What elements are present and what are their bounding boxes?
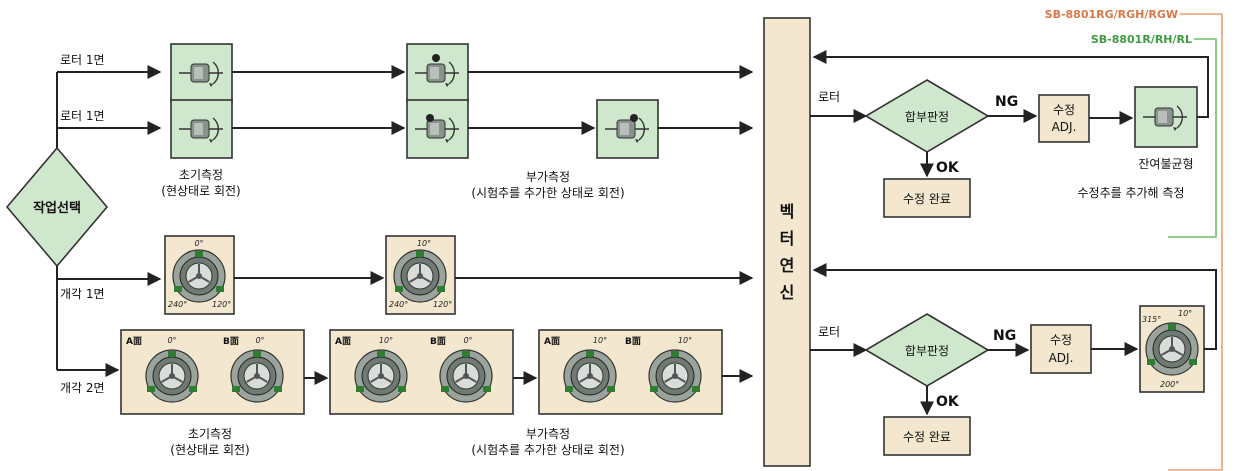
row-flywheel-2: A面 B面 0° 0° A面 B面 10° 0° A面 B面 10° 10° — [120, 329, 754, 415]
done-box-bottom — [883, 416, 971, 456]
center-char: 신 — [780, 283, 795, 302]
angle-label: 200° — [1160, 380, 1179, 389]
ng-label-bottom: NG — [993, 328, 1016, 344]
model-r-label: SB-8801R/RH/RL — [1091, 33, 1192, 46]
input-label-top: 로터 — [818, 90, 840, 104]
angle-label: 240° — [168, 300, 187, 309]
angle-label: 10° — [678, 336, 692, 345]
vector-calculation-block: 벡 터 연 신 — [763, 17, 811, 467]
fix-box-top — [1038, 94, 1090, 143]
center-char: 터 — [780, 229, 795, 248]
row-roller-1b — [170, 99, 754, 159]
angle-label: 120° — [212, 300, 231, 309]
angle-label: 120° — [433, 300, 452, 309]
angle-label: 0° — [194, 239, 203, 248]
caption-additional-sub: (시험추를 추가한 상태로 회전) — [471, 186, 624, 200]
trial-weight-icon — [432, 54, 440, 62]
a-face-label: A面 — [126, 336, 142, 347]
a-face-label: A面 — [335, 336, 351, 347]
b-face-label: B面 — [430, 336, 446, 347]
input-label-bottom: 로터 — [818, 325, 840, 339]
model-rg-label: SB-8801RG/RGH/RGW — [1045, 8, 1178, 21]
ng-label-top: NG — [995, 94, 1018, 110]
done-box-top — [883, 178, 971, 218]
dial-icon — [393, 249, 447, 303]
start-label: 작업선택 — [33, 200, 81, 216]
angle-label: 240° — [389, 300, 408, 309]
trial-weight-icon — [630, 114, 638, 122]
dial-icon — [172, 249, 226, 303]
start-node: 작업선택 — [5, 146, 109, 268]
caption-initial-title-2: 초기측정 — [188, 427, 232, 441]
dial-icon — [648, 349, 702, 403]
angle-label: 0° — [255, 336, 264, 345]
fix-label-bottom-2: ADJ. — [1049, 351, 1074, 365]
row-label-flywheel-1: 개각 1면 — [60, 287, 105, 301]
b-face-label: B面 — [625, 336, 641, 347]
judge-label-top: 합부판정 — [905, 110, 949, 124]
dial-icon — [354, 349, 408, 403]
angle-label: 10° — [1178, 309, 1192, 318]
add-measure-label: 수정추를 추가해 측정 — [1078, 186, 1185, 200]
dial-icon — [439, 349, 493, 403]
dial-icon — [230, 349, 284, 403]
a-face-label: A面 — [544, 336, 560, 347]
row-label-roller-1b: 로터 1면 — [60, 109, 105, 123]
residual-label: 잔여불균형 — [1138, 157, 1193, 171]
fix-label-bottom-1: 수정 — [1050, 333, 1072, 347]
b-face-label: B面 — [223, 336, 239, 347]
caption-additional-title: 부가측정 — [526, 170, 570, 184]
center-char: 벡 — [780, 202, 795, 221]
angle-label: 315° — [1142, 315, 1161, 324]
ok-label-bottom: OK — [936, 394, 960, 410]
right-bottom-flow: 로터 합부판정 NG 수정 ADJ. 315° 10° 200° OK 수정 완… — [810, 263, 1217, 456]
row-label-flywheel-2: 개각 2면 — [60, 381, 105, 395]
angle-label: 10° — [593, 336, 607, 345]
judge-label-bottom: 합부판정 — [905, 344, 949, 358]
angle-label: 0° — [167, 336, 176, 345]
dial-icon — [1145, 322, 1199, 376]
trial-weight-icon — [426, 114, 434, 122]
row-flywheel-1: 0° 240° 120° 10° 240° 120° — [164, 235, 754, 315]
row-roller-1a — [170, 43, 754, 103]
caption-additional-sub-2: (시험추를 추가한 상태로 회전) — [471, 443, 624, 457]
caption-initial-sub-2: (현상태로 회전) — [170, 443, 249, 457]
done-label-bottom: 수정 완료 — [903, 430, 951, 444]
center-char: 연 — [780, 256, 795, 275]
ok-label-top: OK — [936, 160, 960, 176]
caption-additional-title-2: 부가측정 — [526, 427, 570, 441]
dial-icon — [145, 349, 199, 403]
row-label-roller-1a: 로터 1면 — [60, 53, 105, 67]
angle-label: 10° — [379, 336, 393, 345]
dial-icon — [563, 349, 617, 403]
fix-label-top-2: ADJ. — [1052, 120, 1077, 134]
right-top-flow: 로터 합부판정 NG 수정 ADJ. 잔여불균형 OK 수정 완료 수정추를 추… — [810, 50, 1209, 218]
fix-label-top-1: 수정 — [1053, 103, 1075, 117]
caption-initial-sub: (현상태로 회전) — [161, 184, 240, 198]
angle-label: 0° — [463, 336, 472, 345]
angle-label: 10° — [417, 239, 431, 248]
done-label-top: 수정 완료 — [903, 192, 951, 206]
caption-initial-title: 초기측정 — [179, 168, 223, 182]
model-brackets: SB-8801RG/RGH/RGW SB-8801R/RH/RL — [1045, 8, 1223, 471]
